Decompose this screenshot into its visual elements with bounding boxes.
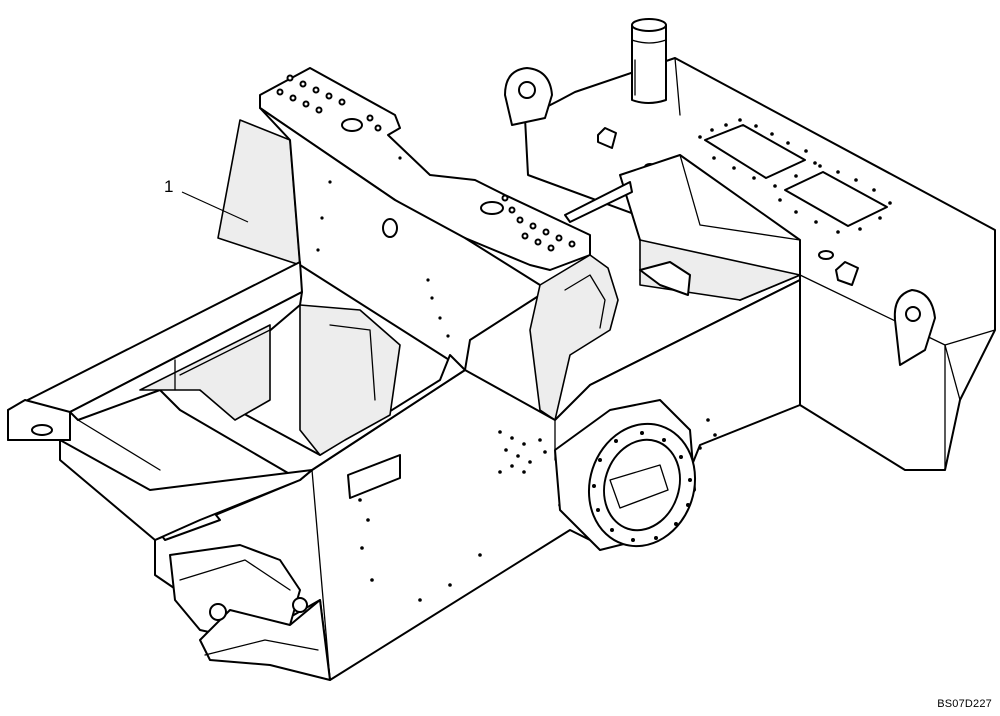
swing-bearing (554, 399, 697, 551)
face-dots (316, 156, 450, 338)
side-holes (358, 418, 717, 602)
tower-holes (276, 74, 576, 252)
drawing-code: BS07D227 (937, 698, 992, 710)
side-housing (529, 254, 619, 421)
counterweight (504, 18, 996, 471)
bearing-bolts (592, 431, 692, 542)
callout-leader (181, 191, 249, 223)
lower-brackets (169, 544, 331, 681)
front-cradle (7, 261, 466, 541)
cutout-bolt-holes (698, 118, 892, 234)
callout-number: 1 (164, 177, 174, 196)
boom-tower (217, 67, 591, 371)
